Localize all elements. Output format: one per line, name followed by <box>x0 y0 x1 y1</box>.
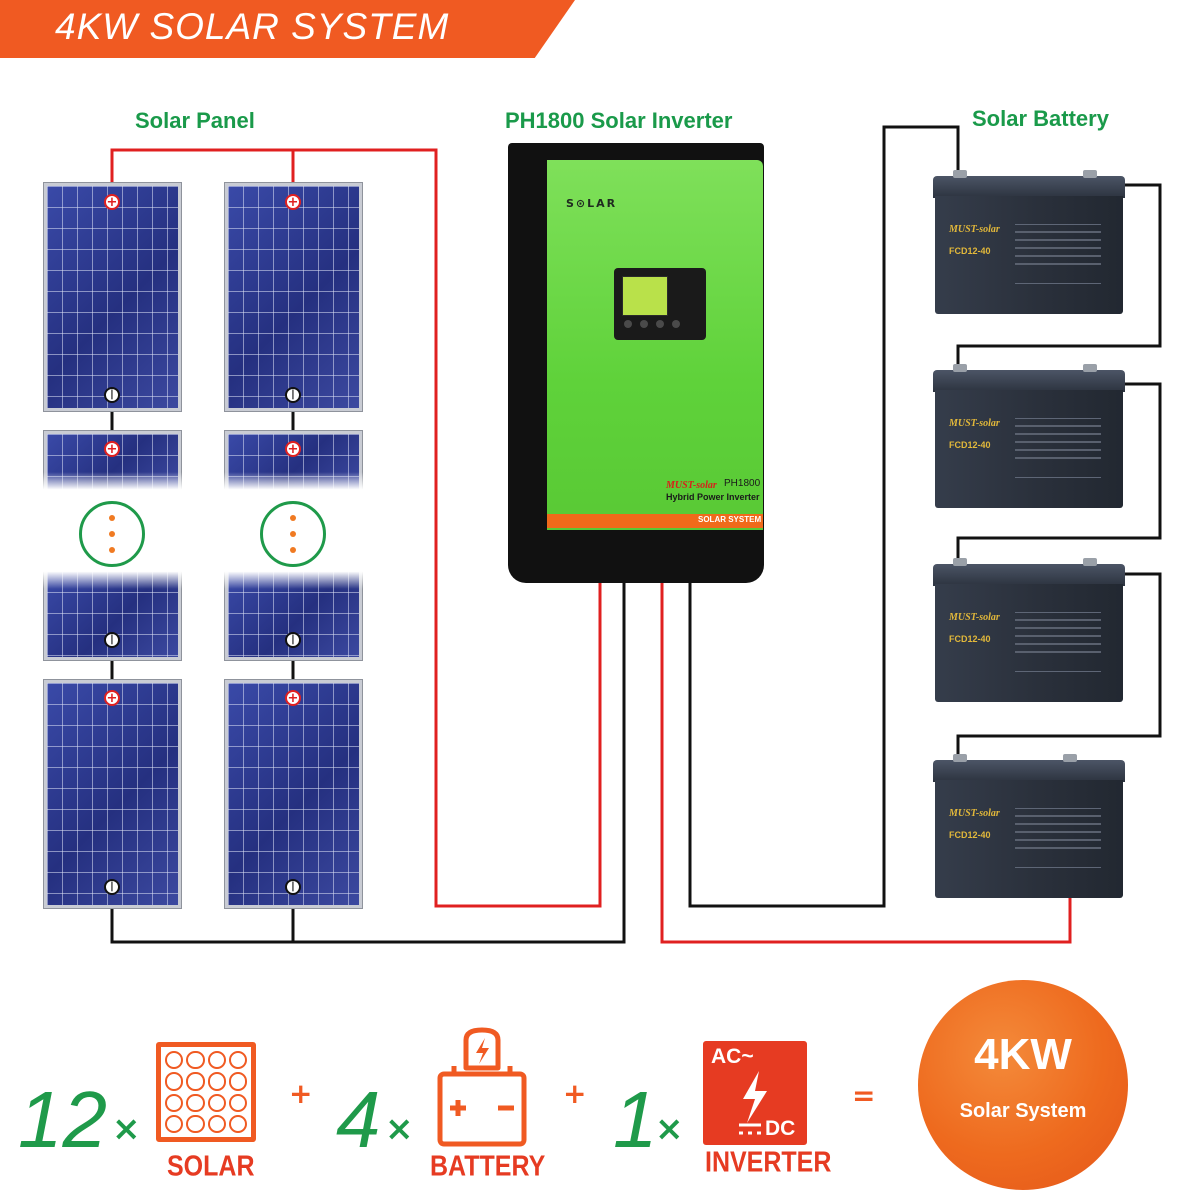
panel-positive-wire <box>110 148 602 908</box>
positive-terminal-icon: + <box>285 194 301 210</box>
solar-panel <box>225 680 362 908</box>
battery-negative-wire <box>688 125 960 908</box>
times-sign: × <box>655 1109 684 1149</box>
inverter-front-panel <box>547 160 763 530</box>
result-title: 4KW <box>974 1030 1072 1079</box>
inverter-button <box>672 320 680 328</box>
ac-label: AC~ <box>711 1045 754 1068</box>
page-title: 4KW SOLAR SYSTEM <box>55 6 450 47</box>
negative-terminal-icon: | <box>104 387 120 403</box>
dc-label: DC <box>765 1117 796 1140</box>
battery-caption: BATTERY <box>430 1150 546 1183</box>
battery: MUST-solar FCD12-40 <box>933 170 1125 316</box>
inverter-button <box>624 320 632 328</box>
battery: MUST-solar FCD12-40 <box>933 754 1125 900</box>
positive-terminal-icon: + <box>285 690 301 706</box>
battery-model: FCD12-40 <box>949 440 991 450</box>
battery: MUST-solar FCD12-40 <box>933 558 1125 704</box>
inverter-stripe-label: SOLAR SYSTEM <box>698 515 762 524</box>
solar-panel-icon-cells <box>165 1051 247 1133</box>
battery-charge-icon <box>436 1026 528 1148</box>
inverter-model: PH1800 <box>724 478 761 489</box>
panel-negative-wire <box>110 578 626 944</box>
battery: MUST-solar FCD12-40 <box>933 364 1125 510</box>
positive-terminal-icon: + <box>285 441 301 457</box>
positive-terminal-icon: + <box>104 441 120 457</box>
inverter-subtitle: Hybrid Power Inverter <box>666 492 760 502</box>
solar-panel <box>44 183 181 411</box>
ac-dc-inverter-icon: AC~ DC <box>703 1041 807 1145</box>
battery-brand: MUST-solar <box>949 418 1000 429</box>
battery-model: FCD12-40 <box>949 634 991 644</box>
inverter-stripe <box>547 514 763 528</box>
result-subtitle: Solar System <box>959 1100 1087 1122</box>
inverter-label: PH1800 Solar Inverter <box>505 108 733 133</box>
solar-panel <box>218 431 369 494</box>
plus-sign: + <box>563 1077 587 1110</box>
inverter-logo: S⊙LAR <box>566 197 618 210</box>
inverter-caption: INVERTER <box>705 1146 832 1179</box>
battery-series-link <box>956 382 1162 572</box>
solar-panel <box>225 183 362 411</box>
header-banner <box>0 0 575 58</box>
battery-brand: MUST-solar <box>949 224 1000 235</box>
battery-model: FCD12-40 <box>949 246 991 256</box>
times-sign: × <box>385 1109 414 1149</box>
negative-terminal-icon: | <box>104 632 120 648</box>
inverter-brand: MUST-solar <box>666 480 717 491</box>
plus-sign: + <box>289 1077 313 1110</box>
negative-terminal-icon: | <box>104 879 120 895</box>
ellipsis-icon <box>260 501 326 567</box>
ellipsis-icon <box>79 501 145 567</box>
solar-panel-label: Solar Panel <box>135 108 255 133</box>
battery-brand: MUST-solar <box>949 808 1000 819</box>
inverter-button <box>656 320 664 328</box>
panel-count: 12 <box>18 1075 107 1164</box>
solar-panel-icon <box>156 1042 256 1142</box>
negative-terminal-icon: | <box>285 632 301 648</box>
negative-terminal-icon: | <box>285 879 301 895</box>
inverter-button <box>640 320 648 328</box>
positive-terminal-icon: + <box>104 690 120 706</box>
equals-sign: = <box>852 1079 876 1112</box>
result-badge <box>918 980 1128 1190</box>
inverter-lcd-screen <box>622 276 668 316</box>
battery-series-link <box>956 183 1162 378</box>
times-sign: × <box>112 1109 141 1149</box>
battery-series-link <box>956 572 1162 768</box>
battery-count: 4 <box>336 1075 381 1164</box>
negative-terminal-icon: | <box>285 387 301 403</box>
solar-caption: SOLAR <box>167 1150 255 1183</box>
positive-terminal-icon: + <box>104 194 120 210</box>
inverter-count: 1 <box>613 1075 658 1164</box>
battery-model: FCD12-40 <box>949 830 991 840</box>
solar-panel <box>44 680 181 908</box>
battery-label: Solar Battery <box>972 106 1109 131</box>
battery-brand: MUST-solar <box>949 612 1000 623</box>
